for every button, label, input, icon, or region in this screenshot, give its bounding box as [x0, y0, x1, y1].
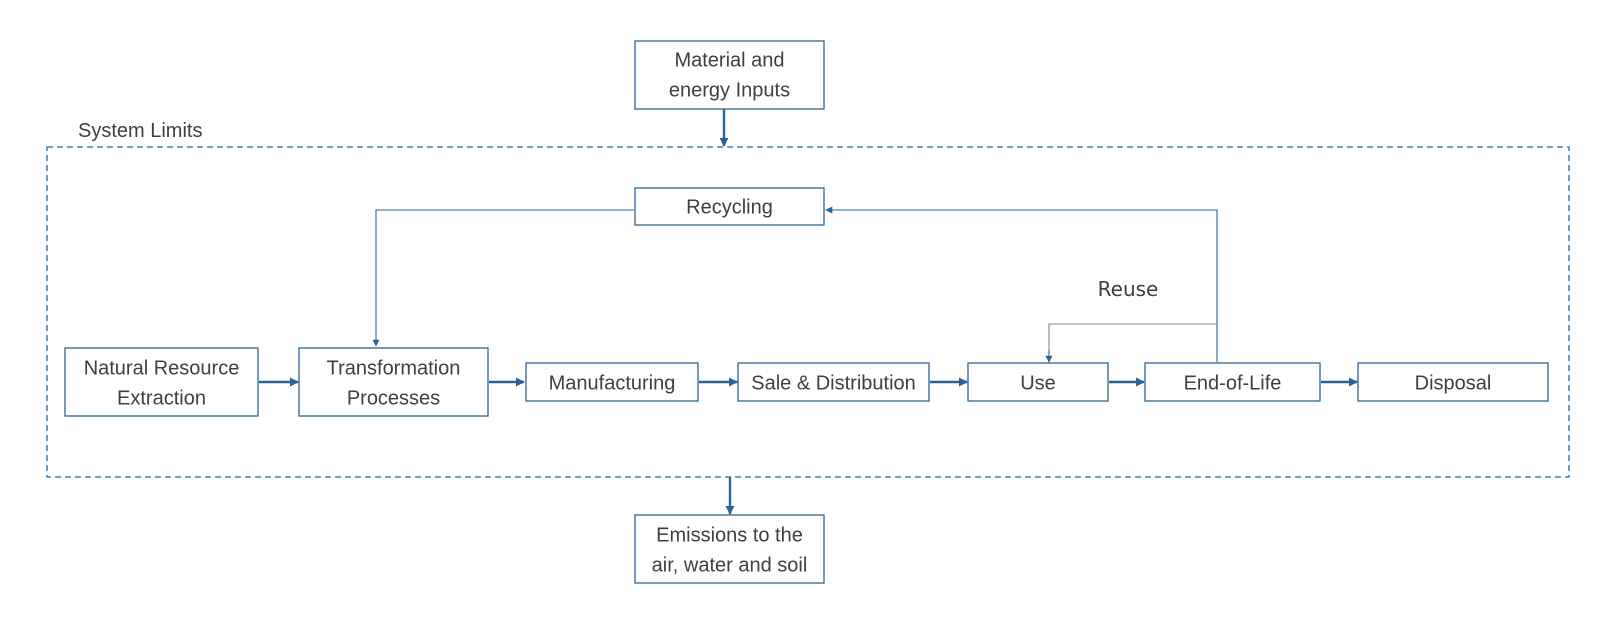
reuse-loop-line: [1048, 323, 1217, 352]
end-of-life-label: End-of-Life: [1184, 372, 1282, 394]
material-energy-inputs-box: Material and energy Inputs: [634, 40, 825, 110]
recycling-box: Recycling: [634, 187, 825, 226]
use-label: Use: [1020, 372, 1056, 394]
sale-distribution-box: Sale & Distribution: [737, 362, 930, 402]
arrow-recycling-to-transformation: [372, 209, 634, 347]
extraction-line-2: Extraction: [117, 387, 206, 409]
use-box: Use: [967, 362, 1109, 402]
natural-resource-extraction-box: Natural Resource Extraction: [64, 347, 259, 417]
transformation-line-2: Processes: [347, 387, 440, 409]
flow-connectors: [259, 109, 1358, 515]
end-of-life-box: End-of-Life: [1144, 362, 1321, 402]
recycling-label: Recycling: [686, 196, 773, 218]
material-energy-inputs-line-2: energy Inputs: [669, 79, 790, 101]
sale-distribution-label: Sale & Distribution: [751, 372, 916, 394]
arrow-end-of-life-to-recycling: [825, 206, 1218, 362]
manufacturing-box: Manufacturing: [525, 362, 699, 402]
material-energy-inputs-line-1: Material and: [674, 49, 784, 71]
extraction-line-1: Natural Resource: [84, 357, 240, 379]
emissions-line-2: air, water and soil: [652, 554, 808, 576]
system-limits-label: System Limits: [78, 120, 202, 142]
transformation-line-1: Transformation: [327, 357, 461, 379]
emissions-box: Emissions to the air, water and soil: [634, 514, 825, 584]
disposal-label: Disposal: [1415, 372, 1492, 394]
reuse-label: Reuse: [1098, 277, 1159, 301]
disposal-box: Disposal: [1357, 362, 1549, 402]
transformation-processes-box: Transformation Processes: [298, 347, 489, 417]
emissions-line-1: Emissions to the: [656, 524, 803, 546]
system-limits-boundary: [46, 146, 1570, 478]
manufacturing-label: Manufacturing: [549, 372, 676, 394]
